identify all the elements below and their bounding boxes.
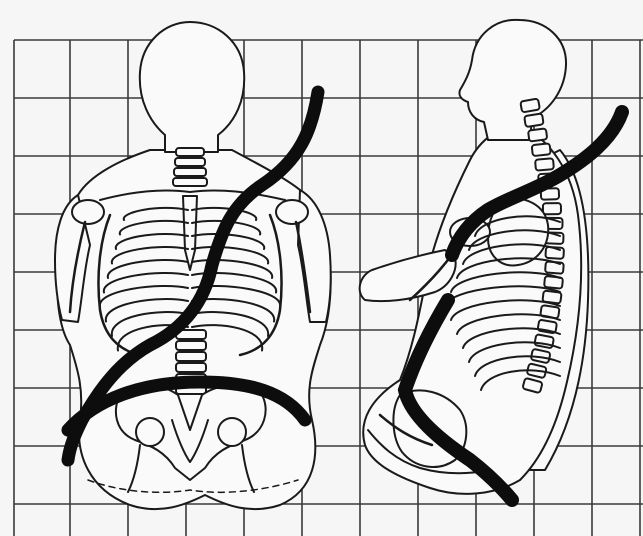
side-vertebra bbox=[532, 143, 551, 156]
front-left-shoulder-joint bbox=[72, 200, 104, 224]
front-right-shoulder-joint bbox=[276, 200, 308, 224]
side-vertebra bbox=[528, 128, 547, 141]
front-right-hip-socket bbox=[218, 418, 246, 446]
side-vertebra bbox=[534, 334, 554, 348]
front-lumbar-vertebra bbox=[176, 352, 206, 361]
front-cervical-spine bbox=[173, 148, 207, 186]
side-vertebra bbox=[545, 261, 564, 273]
side-vertebra bbox=[520, 99, 540, 113]
front-lumbar-vertebra bbox=[176, 363, 206, 372]
side-vertebra bbox=[524, 113, 543, 127]
front-left-hip-socket bbox=[136, 418, 164, 446]
front-lumbar-vertebra bbox=[176, 341, 206, 350]
side-vertebra bbox=[535, 158, 554, 170]
side-vertebra bbox=[543, 203, 561, 214]
